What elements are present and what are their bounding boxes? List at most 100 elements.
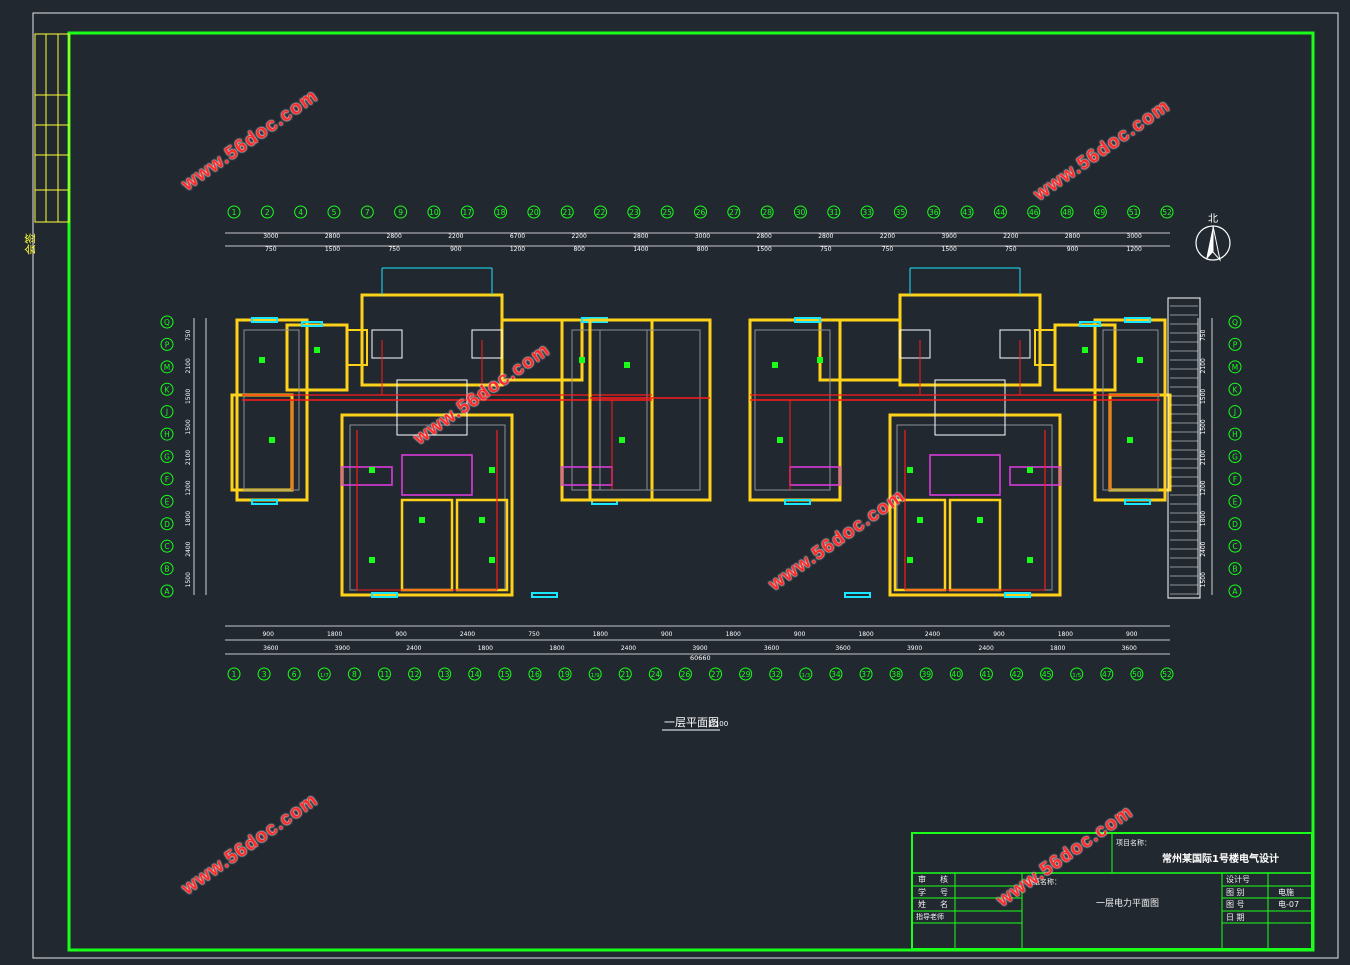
axis-label: 4 xyxy=(298,208,303,217)
axis-label: 30 xyxy=(796,208,806,217)
dimension-value: 2200 xyxy=(880,233,895,240)
axis-bubble: J xyxy=(1228,405,1242,419)
axis-label: F xyxy=(1233,475,1237,484)
dimension-value: 3600 xyxy=(1122,645,1137,652)
axis-label: 38 xyxy=(891,670,901,679)
axis-bubble: 13 xyxy=(438,667,452,681)
dimension-value: 6700 xyxy=(510,233,525,240)
fixture-icon xyxy=(1027,467,1033,473)
shaft xyxy=(341,466,393,486)
axis-bubble: 11 xyxy=(377,667,391,681)
window xyxy=(301,321,323,327)
project-title: 常州某国际1号楼电气设计 xyxy=(1162,854,1279,865)
axis-label: 11 xyxy=(380,670,390,679)
axis-bubble: 1/7 xyxy=(317,667,331,681)
axis-bubble: 26 xyxy=(678,667,692,681)
dimension-value: 750 xyxy=(388,246,400,253)
right-row-3-label: 日 期 xyxy=(1226,913,1245,922)
left-row-1-a: 学 xyxy=(918,888,926,897)
dimension-value: 900 xyxy=(450,246,462,253)
right-row-2-value: 电-07 xyxy=(1278,900,1300,909)
axis-bubble: M xyxy=(1228,360,1242,374)
axis-label: D xyxy=(164,520,170,529)
axis-label: 2 xyxy=(265,208,270,217)
axis-label: 14 xyxy=(470,670,480,679)
left-row-2-a: 姓 xyxy=(918,900,926,909)
fixture-icon xyxy=(314,347,320,353)
axis-bubble: C xyxy=(1228,539,1242,553)
axis-label: 19 xyxy=(560,670,570,679)
dimension-value: 2200 xyxy=(448,233,463,240)
dimension-value: 1500 xyxy=(185,389,192,404)
dimension-value: 3900 xyxy=(907,645,922,652)
dimension-value: 750 xyxy=(820,246,832,253)
dimension-value: 1800 xyxy=(1200,511,1207,526)
axis-bubble: 51 xyxy=(1127,205,1141,219)
fixture-icon xyxy=(259,357,265,363)
axis-bubble: B xyxy=(1228,562,1242,576)
dimension-value: 750 xyxy=(1005,246,1017,253)
axis-bubble: M xyxy=(160,360,174,374)
fixture-icon xyxy=(489,557,495,563)
axis-bubble: Q xyxy=(1228,315,1242,329)
axis-bubble: P xyxy=(1228,337,1242,351)
axis-label: 42 xyxy=(1012,670,1022,679)
axis-label: 31 xyxy=(829,208,839,217)
axis-label: P xyxy=(165,340,170,349)
axis-label: 21 xyxy=(562,208,572,217)
dimension-lines xyxy=(193,232,1213,655)
axis-bubble: G xyxy=(1228,450,1242,463)
fixture-icon xyxy=(772,362,778,368)
dimension-value: 1800 xyxy=(478,645,493,652)
axis-label: B xyxy=(164,565,169,574)
wall xyxy=(588,318,712,502)
axis-bubble: 1/5 xyxy=(1070,667,1084,681)
drawing-name: 一层电力平面图 xyxy=(1096,899,1160,909)
overall-dimension: 60660 xyxy=(690,654,711,662)
axis-bubble: 40 xyxy=(949,667,963,681)
axis-bubble: 45 xyxy=(1040,667,1054,681)
left-row-0-a: 审 xyxy=(918,875,926,884)
axis-label: 17 xyxy=(462,208,472,217)
axis-bubble: 8 xyxy=(347,667,361,681)
axis-label: 5 xyxy=(332,208,337,217)
window xyxy=(251,499,278,505)
axis-bubble: 34 xyxy=(829,667,843,681)
shaft xyxy=(929,454,1001,496)
axis-bubble: 31 xyxy=(827,205,841,219)
axis-bubble: 1/3 xyxy=(799,667,813,681)
shaft xyxy=(401,454,473,496)
axis-bubble: 52 xyxy=(1160,205,1174,219)
window xyxy=(1004,592,1031,598)
axis-label: K xyxy=(1233,385,1239,394)
window xyxy=(531,592,558,598)
axis-bubble: 43 xyxy=(960,205,974,219)
dimension-value: 3600 xyxy=(263,645,278,652)
dimension-value: 3900 xyxy=(942,233,957,240)
axis-bubble: 46 xyxy=(1027,205,1041,219)
dimension-value: 2400 xyxy=(460,631,475,638)
axis-label: 18 xyxy=(496,208,506,217)
wall xyxy=(1034,329,1056,366)
axis-bubble: B xyxy=(160,562,174,576)
axis-label: 26 xyxy=(681,670,691,679)
dimension-value: 750 xyxy=(528,631,540,638)
left-row-1-b: 号 xyxy=(940,888,948,897)
axis-label: 51 xyxy=(1129,208,1139,217)
drawing-name-label: 图纸名称： xyxy=(1026,878,1061,886)
axis-label: C xyxy=(164,542,169,551)
axis-bubble: C xyxy=(160,539,174,553)
axis-bubble: 4 xyxy=(294,205,308,219)
axis-label: 1/3 xyxy=(801,673,810,679)
dimension-value: 2800 xyxy=(325,233,340,240)
drawing-frame xyxy=(67,31,1315,952)
dimension-value: 1500 xyxy=(1200,419,1207,434)
axis-label: 1 xyxy=(232,670,237,679)
dimension-value: 800 xyxy=(697,246,709,253)
axis-label: 52 xyxy=(1162,670,1172,679)
axis-bubble: 33 xyxy=(860,205,874,219)
